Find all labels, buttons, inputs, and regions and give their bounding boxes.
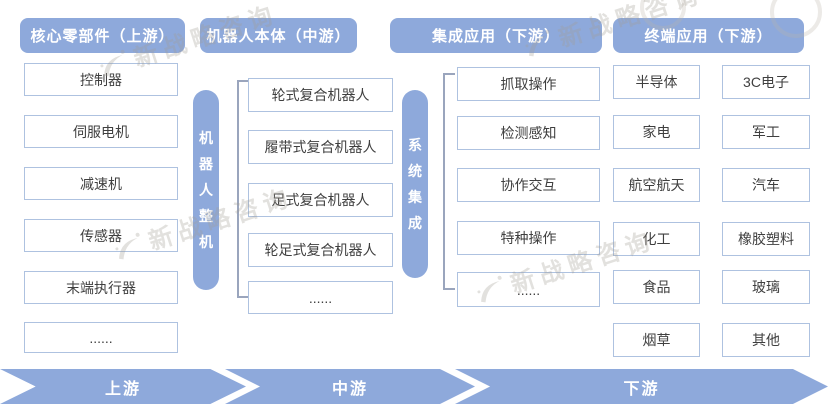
flow-band-midstream: 中游 bbox=[225, 369, 475, 404]
label-robot-complete-machine: 机器人整机 bbox=[193, 90, 219, 290]
header-integrated-apps: 集成应用（下游） bbox=[390, 18, 602, 53]
item-tracked-composite-robot: 履带式复合机器人 bbox=[248, 130, 393, 164]
item-glass: 玻璃 bbox=[722, 270, 810, 304]
item-semiconductor: 半导体 bbox=[613, 65, 700, 99]
item-servo-motor: 伺服电机 bbox=[24, 115, 178, 148]
item-midstream-more: ...... bbox=[248, 281, 393, 314]
bracket-integrated-apps bbox=[443, 73, 455, 290]
item-aerospace: 航空航天 bbox=[613, 168, 700, 202]
item-end-effector: 末端执行器 bbox=[24, 271, 178, 304]
flow-band-downstream: 下游 bbox=[455, 369, 828, 404]
item-reducer: 减速机 bbox=[24, 167, 178, 200]
item-other: 其他 bbox=[722, 323, 810, 357]
item-special-operation: 特种操作 bbox=[457, 221, 600, 255]
bracket-robot-body bbox=[237, 80, 249, 298]
item-rubber-plastics: 橡胶塑料 bbox=[722, 222, 810, 256]
item-wheeled-composite-robot: 轮式复合机器人 bbox=[248, 78, 393, 112]
item-automotive: 汽车 bbox=[722, 168, 810, 202]
item-collaborative-interaction: 协作交互 bbox=[457, 168, 600, 202]
item-controller: 控制器 bbox=[24, 63, 178, 96]
item-wheel-leg-composite-robot: 轮足式复合机器人 bbox=[248, 233, 393, 267]
item-home-appliance: 家电 bbox=[613, 115, 700, 149]
header-core-components: 核心零部件（上游） bbox=[20, 18, 185, 53]
header-terminal-apps: 终端应用（下游） bbox=[613, 18, 804, 53]
item-legged-composite-robot: 足式复合机器人 bbox=[248, 183, 393, 217]
item-food: 食品 bbox=[613, 270, 700, 304]
item-grasping-operation: 抓取操作 bbox=[457, 67, 600, 101]
item-military: 军工 bbox=[722, 115, 810, 149]
item-sensor: 传感器 bbox=[24, 219, 178, 252]
item-3c-electronics: 3C电子 bbox=[722, 65, 810, 99]
item-upstream-more: ...... bbox=[24, 322, 178, 353]
item-detection-perception: 检测感知 bbox=[457, 116, 600, 150]
item-chemical: 化工 bbox=[613, 222, 700, 256]
item-apps-more: ...... bbox=[457, 272, 600, 307]
header-robot-body: 机器人本体（中游） bbox=[200, 18, 357, 53]
item-tobacco: 烟草 bbox=[613, 323, 700, 357]
label-system-integration: 系统集成 bbox=[402, 90, 428, 278]
flow-band-upstream: 上游 bbox=[0, 369, 246, 404]
